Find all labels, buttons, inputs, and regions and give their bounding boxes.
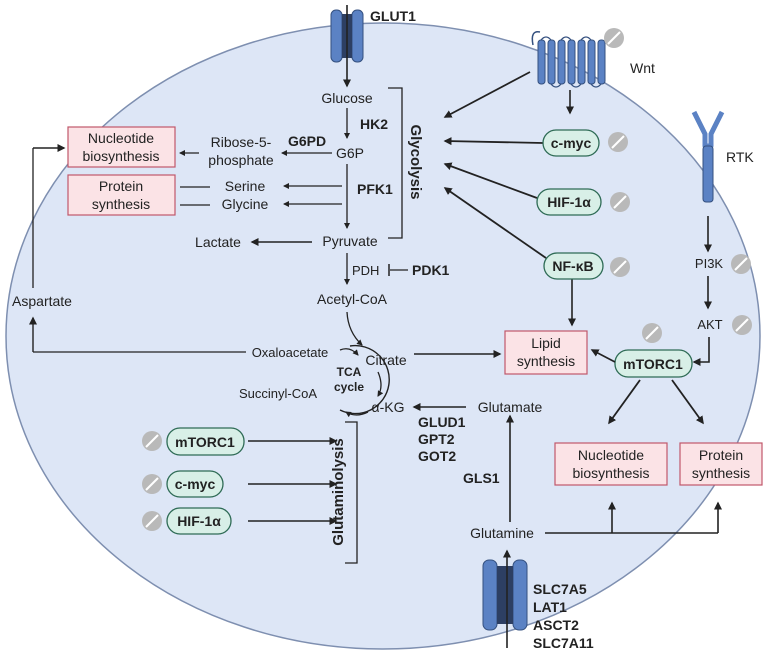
pdh-label: PDH xyxy=(352,263,379,278)
pdk1-label: PDK1 xyxy=(412,262,450,278)
transporter-label-0: SLC7A5 xyxy=(533,581,587,597)
hif1a-pill-left xyxy=(166,507,232,535)
tca-cycle-arc xyxy=(339,344,390,415)
protein-box-left xyxy=(67,174,176,216)
citrate-label: Citrate xyxy=(365,352,406,368)
oaa-to-citrate-arrow xyxy=(339,348,359,356)
nfkb-pill xyxy=(543,252,604,280)
inhibitor-icon xyxy=(142,511,162,531)
mtorc1-pill-left xyxy=(166,427,245,456)
mtorc1-left-label: mTORC1 xyxy=(175,434,235,450)
nucleotide-box-right xyxy=(554,442,668,486)
wnt-to-glycolysis-arrow xyxy=(443,71,531,118)
nucleotide-right-line1: Nucleotide xyxy=(578,447,644,463)
mtorc1-to-nucleotide-arrow xyxy=(608,379,641,425)
hk2-label: HK2 xyxy=(360,116,388,132)
nucleotide-left-line1: Nucleotide xyxy=(88,130,154,146)
cmyc-pill-top xyxy=(542,129,600,157)
glycolysis-bracket xyxy=(388,87,403,239)
inhibitor-icon xyxy=(142,474,162,494)
inhibitor-icon xyxy=(731,254,751,274)
pfk1-label: PFK1 xyxy=(357,181,393,197)
inhibitor-icon xyxy=(642,323,662,343)
nucleotide-box-left xyxy=(67,126,176,168)
rtk-receptor-icon xyxy=(691,110,725,203)
nucleotide-right-line2: biosynthesis xyxy=(572,465,649,481)
lipid-line1: Lipid xyxy=(531,335,561,351)
acetylcoa-to-citrate-arrow xyxy=(346,311,363,346)
akg-label: α-KG xyxy=(372,399,405,415)
hif1a-top-label: HIF-1α xyxy=(547,194,591,210)
gpt2-label: GPT2 xyxy=(418,431,455,447)
mtorc1-to-lipid-arrow xyxy=(590,349,616,363)
nfkb-to-glycolysis-arrow xyxy=(443,187,547,259)
gls1-label: GLS1 xyxy=(463,470,500,486)
glycolysis-label: Glycolysis xyxy=(407,124,424,199)
cmyc-pill-left xyxy=(166,470,224,498)
glud1-label: GLUD1 xyxy=(418,414,466,430)
wnt-label: Wnt xyxy=(630,60,655,76)
akt-to-mtorc1-arrow xyxy=(692,337,710,366)
lipid-box xyxy=(504,330,588,375)
acetylcoa-label: Acetyl-CoA xyxy=(317,291,388,307)
g6pd-label: G6PD xyxy=(288,133,326,149)
wnt-receptor-icon xyxy=(531,31,606,88)
cmyc-left-label: c-myc xyxy=(175,476,216,492)
protein-left-line2: synthesis xyxy=(92,196,150,212)
tca-label-line1: TCA xyxy=(337,365,362,379)
citrate-to-akg-arrow xyxy=(377,371,384,397)
inhibitor-icon xyxy=(604,28,624,48)
inhibitor-icon xyxy=(610,192,630,212)
protein-right-line1: Protein xyxy=(699,447,743,463)
protein-right-line2: synthesis xyxy=(692,465,750,481)
glutamate-label: Glutamate xyxy=(478,399,543,415)
cmyc-top-label: c-myc xyxy=(551,135,592,151)
ribose-label-line1: Ribose-5- xyxy=(211,134,272,150)
hif1a-left-label: HIF-1α xyxy=(177,513,221,529)
transporter-label-3: SLC7A11 xyxy=(533,635,594,651)
pi3k-label: PI3K xyxy=(695,256,724,271)
glut1-label: GLUT1 xyxy=(370,8,416,24)
g6p-label: G6P xyxy=(336,145,364,161)
glutamine-label: Glutamine xyxy=(470,525,534,541)
ribose-label-line2: phosphate xyxy=(208,152,274,168)
mtorc1-right-label: mTORC1 xyxy=(623,356,683,372)
inhibitor-icon xyxy=(142,431,162,451)
tca-label-line2: cycle xyxy=(334,380,364,394)
inhibitor-icon xyxy=(732,315,752,335)
glucose-label: Glucose xyxy=(321,90,373,106)
transporter-label-2: ASCT2 xyxy=(533,617,579,633)
glutamine-transporter-icon xyxy=(482,559,528,631)
hif1a-to-glycolysis-arrow xyxy=(443,162,538,199)
protein-box-right xyxy=(679,442,763,486)
pyruvate-label: Pyruvate xyxy=(322,233,377,249)
cmyc-to-glycolysis-arrow xyxy=(443,137,544,146)
nfkb-label: NF-κB xyxy=(552,258,593,274)
transporter-label-1: LAT1 xyxy=(533,599,567,615)
glycine-label: Glycine xyxy=(222,196,269,212)
succinyl-coa-label: Succinyl-CoA xyxy=(239,386,317,401)
got2-label: GOT2 xyxy=(418,448,456,464)
lipid-line2: synthesis xyxy=(517,353,575,369)
mtorc1-to-protein-arrow xyxy=(671,379,704,425)
protein-left-line1: Protein xyxy=(99,178,143,194)
nucleotide-left-line2: biosynthesis xyxy=(82,148,159,164)
mtorc1-pill-right xyxy=(614,349,693,378)
aspartate-label: Aspartate xyxy=(12,293,72,309)
akt-label: AKT xyxy=(697,317,722,332)
serine-label: Serine xyxy=(225,178,266,194)
glutaminolysis-label: Glutaminolysis xyxy=(330,438,347,546)
hif1a-pill-top xyxy=(536,188,602,216)
rtk-label: RTK xyxy=(726,149,754,165)
glutaminolysis-bracket xyxy=(345,421,358,564)
inhibitor-icon xyxy=(608,132,628,152)
inhibitor-icon xyxy=(610,257,630,277)
oxaloacetate-label: Oxaloacetate xyxy=(252,345,329,360)
lactate-label: Lactate xyxy=(195,234,241,250)
akg-to-succinyl-arrow xyxy=(345,411,369,418)
